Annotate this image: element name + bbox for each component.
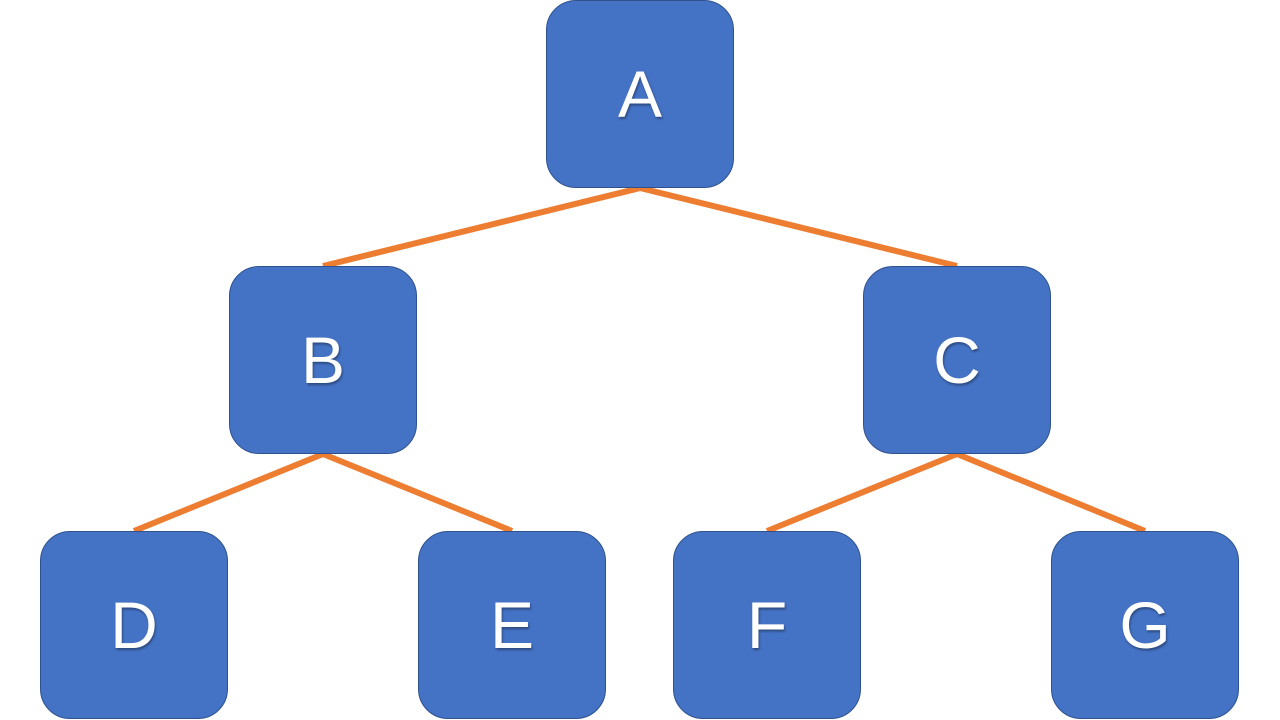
edge-c-g: [955, 451, 1147, 534]
node-label-e: E: [489, 588, 535, 662]
edge-c-f: [765, 451, 959, 534]
edge-b-e: [321, 451, 514, 534]
node-c: C: [863, 266, 1051, 454]
edge-a-c: [639, 185, 958, 269]
node-d: D: [40, 531, 228, 719]
node-e: E: [418, 531, 606, 719]
node-label-f: F: [746, 588, 788, 662]
node-label-a: A: [617, 57, 663, 131]
node-label-g: G: [1119, 588, 1171, 662]
node-a: A: [546, 0, 734, 188]
node-label-d: D: [110, 588, 158, 662]
node-b: B: [229, 266, 417, 454]
node-label-b: B: [300, 323, 346, 397]
node-g: G: [1051, 531, 1239, 719]
node-label-c: C: [933, 323, 981, 397]
edge-a-b: [322, 185, 641, 269]
edge-b-d: [132, 451, 325, 534]
node-f: F: [673, 531, 861, 719]
